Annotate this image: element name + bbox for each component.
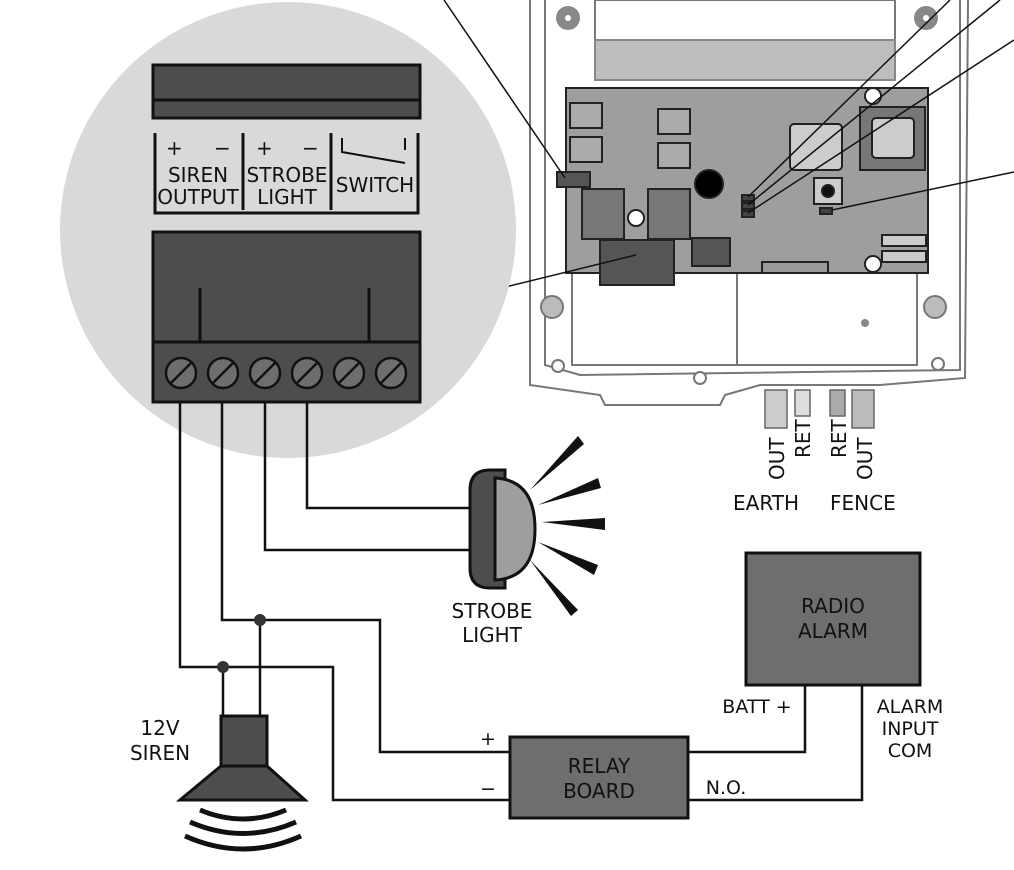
siren-label-1: 12V — [140, 716, 179, 740]
relay-board-label-1: RELAY — [568, 754, 631, 778]
siren-label-2: SIREN — [130, 741, 190, 765]
wire-junction — [217, 661, 229, 673]
screw-icon — [248, 356, 282, 390]
radio-alarm-label-2: ALARM — [798, 619, 868, 643]
batt-plus-label: BATT + — [722, 696, 791, 718]
siren-output-label-1: SIREN — [168, 163, 228, 187]
alarm-input-label-3: COM — [888, 740, 933, 762]
strobe-light-icon — [468, 436, 605, 616]
strobe-label-2: LIGHT — [462, 623, 523, 647]
strobe-plus: + — [256, 136, 273, 160]
relay-board-label-2: BOARD — [563, 779, 635, 803]
siren-icon — [175, 714, 309, 852]
fence-terminals — [764, 389, 875, 429]
siren-minus: − — [214, 136, 231, 160]
relay-board-box — [508, 735, 690, 820]
earth-label: EARTH — [733, 491, 799, 515]
terminal-label-out-earth: OUT — [765, 437, 789, 480]
fence-label: FENCE — [830, 491, 896, 515]
strobe-light-label-1: STROBE — [247, 163, 328, 187]
relay-plus-label: + — [480, 728, 496, 750]
terminal-label-out-fence: OUT — [853, 437, 877, 480]
siren-plus: + — [166, 136, 183, 160]
terminal-screws — [164, 356, 408, 390]
screw-icon — [290, 356, 324, 390]
screw-icon — [206, 356, 240, 390]
relay-minus-label: − — [480, 778, 496, 800]
screw-icon — [164, 356, 198, 390]
radio-alarm-box — [744, 551, 922, 687]
controller-pcb — [556, 87, 929, 286]
wire-junction — [254, 614, 266, 626]
alarm-input-label-1: ALARM — [877, 696, 944, 718]
screw-icon — [374, 356, 408, 390]
terminal-label-ret-earth: RET — [791, 418, 815, 458]
strobe-light-label-2: LIGHT — [257, 185, 318, 209]
alarm-input-label-2: INPUT — [882, 718, 939, 740]
siren-output-label-2: OUTPUT — [157, 185, 239, 209]
radio-alarm-label-1: RADIO — [801, 594, 865, 618]
strobe-minus: − — [302, 136, 319, 160]
screw-icon — [332, 356, 366, 390]
strobe-label-1: STROBE — [452, 599, 533, 623]
terminal-block-detail — [151, 63, 422, 404]
wires — [178, 402, 864, 802]
relay-no-label: N.O. — [706, 777, 746, 799]
switch-label: SWITCH — [336, 173, 414, 197]
terminal-label-ret-fence: RET — [827, 418, 851, 458]
